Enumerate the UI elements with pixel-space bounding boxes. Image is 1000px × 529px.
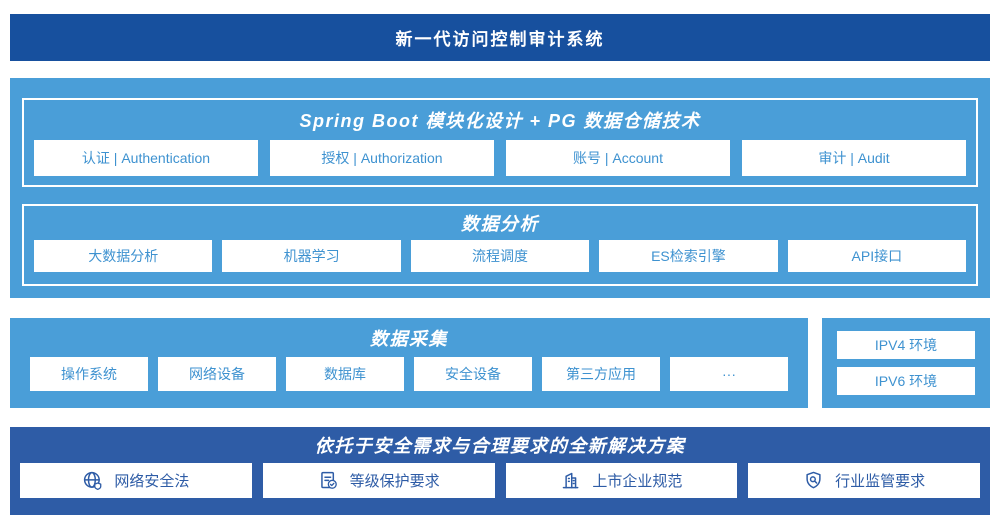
module-bigdata-analysis: 大数据分析 — [34, 240, 213, 272]
source-thirdparty-app: 第三方应用 — [542, 357, 660, 391]
top-banner: 新一代访问控制审计系统 — [10, 14, 990, 61]
env-ipv4: IPV4 环境 — [837, 331, 975, 359]
springboot-frame: Spring Boot 模块化设计 + PG 数据仓储技术 认证 | Authe… — [22, 98, 978, 187]
platform-section: Spring Boot 模块化设计 + PG 数据仓储技术 认证 | Authe… — [10, 78, 990, 298]
module-authentication: 认证 | Authentication — [34, 140, 258, 176]
analysis-frame: 数据分析 大数据分析 机器学习 流程调度 ES检索引擎 API接口 — [22, 204, 978, 286]
requirement-label: 行业监管要求 — [835, 473, 926, 490]
module-machine-learning: 机器学习 — [222, 240, 401, 272]
collection-title: 数据采集 — [370, 328, 448, 349]
requirement-industry-regulation: 行业监管要求 — [748, 463, 980, 498]
source-network-device: 网络设备 — [158, 357, 276, 391]
document-check-icon — [318, 470, 339, 491]
env-ipv6: IPV6 环境 — [837, 367, 975, 395]
analysis-module-row: 大数据分析 机器学习 流程调度 ES检索引擎 API接口 — [24, 240, 976, 272]
requirement-listed-company: 上市企业规范 — [505, 463, 738, 498]
page-title: 新一代访问控制审计系统 — [395, 30, 605, 49]
globe-shield-icon — [82, 470, 103, 491]
environment-section: IPV4 环境 IPV6 环境 — [822, 318, 990, 408]
collection-section: 数据采集 操作系统 网络设备 数据库 安全设备 第三方应用 ··· — [10, 318, 808, 408]
solution-requirement-row: 网络安全法 等级保护要求 — [10, 463, 990, 498]
springboot-module-row: 认证 | Authentication 授权 | Authorization 账… — [24, 140, 976, 176]
module-authorization: 授权 | Authorization — [270, 140, 494, 176]
module-api-interface: API接口 — [787, 240, 967, 272]
requirement-label: 上市企业规范 — [592, 473, 683, 490]
requirement-classified-protection: 等级保护要求 — [262, 463, 495, 498]
solution-title: 依托于安全需求与合理要求的全新解决方案 — [314, 436, 686, 456]
module-flow-scheduling: 流程调度 — [410, 240, 590, 272]
requirement-cybersecurity-law: 网络安全法 — [20, 463, 252, 498]
module-audit: 审计 | Audit — [742, 140, 966, 176]
source-database: 数据库 — [286, 357, 404, 391]
analysis-frame-title: 数据分析 — [461, 214, 539, 234]
springboot-frame-title: Spring Boot 模块化设计 + PG 数据仓储技术 — [299, 111, 701, 131]
source-operating-system: 操作系统 — [30, 357, 148, 391]
solution-section: 依托于安全需求与合理要求的全新解决方案 网络安全法 — [10, 427, 990, 515]
requirement-label: 等级保护要求 — [349, 473, 440, 490]
shield-search-icon — [803, 470, 824, 491]
requirement-label: 网络安全法 — [114, 473, 190, 490]
source-ellipsis: ··· — [670, 357, 788, 391]
collection-source-row: 操作系统 网络设备 数据库 安全设备 第三方应用 ··· — [10, 357, 808, 391]
module-es-search-engine: ES检索引擎 — [599, 240, 778, 272]
source-security-device: 安全设备 — [414, 357, 532, 391]
module-account: 账号 | Account — [506, 140, 730, 176]
building-icon — [560, 470, 581, 491]
